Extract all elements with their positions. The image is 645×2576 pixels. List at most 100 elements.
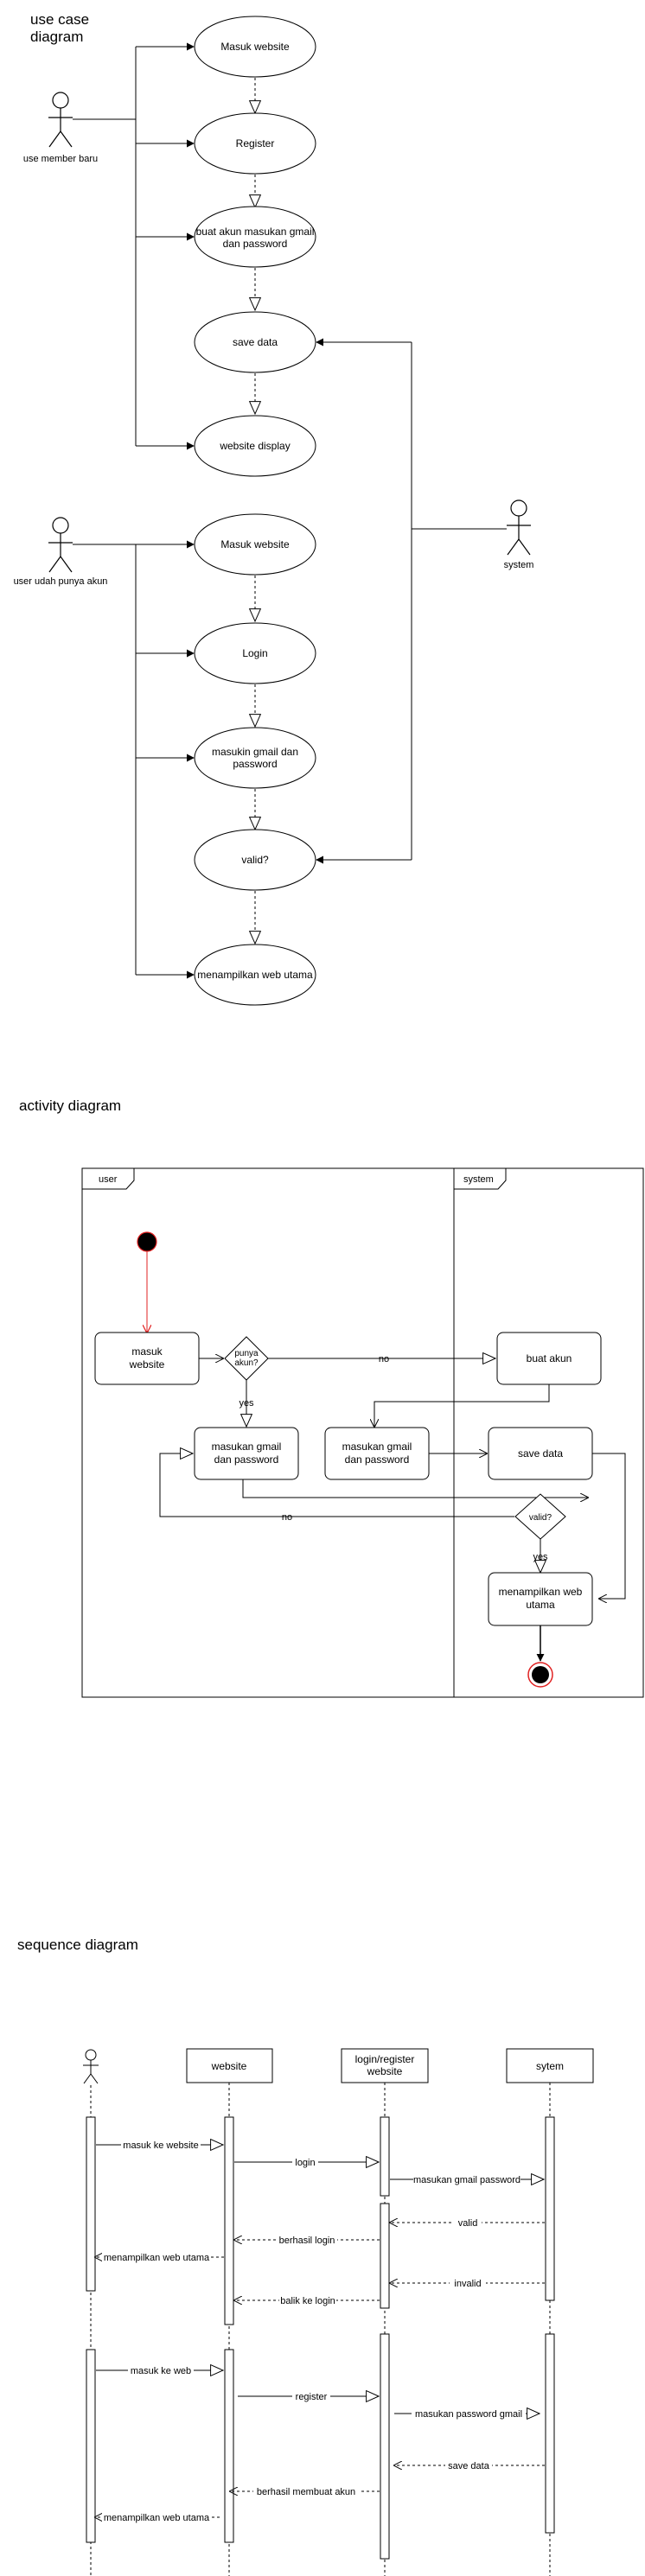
seq-header-login-label-1: login/register [355, 2053, 415, 2065]
uc-register [194, 112, 316, 175]
seq-activations [86, 2116, 555, 2560]
activity-end-node [527, 1662, 553, 1688]
seq-message-label-masks [102, 2138, 526, 2523]
actor-existing-user [48, 517, 73, 573]
act-menampilkan-label-1: menampilkan web [499, 1586, 583, 1598]
act-masukan-2-label-1: masukan gmail [342, 1441, 412, 1453]
seq-msg-masukan-password-gmail: masukan password gmail [415, 2409, 522, 2420]
act-masukan-1-label-1: masukan gmail [212, 1441, 282, 1453]
uc-buat-akun [194, 206, 316, 268]
usecase-links-system [316, 338, 507, 864]
decision-punya-akun-label-2: akun? [234, 1358, 259, 1368]
act-menampilkan [488, 1572, 593, 1626]
lane-user-tab [82, 1167, 135, 1190]
lane-user-label: user [99, 1174, 118, 1185]
act-masukan-1-label-2: dan password [214, 1453, 279, 1466]
usecase-links-existing-user [73, 540, 195, 979]
flow-label-no-1: no [379, 1354, 389, 1364]
uc-masukin-label-1: masukin gmail dan [212, 746, 298, 758]
usecase-ellipses [194, 16, 316, 1006]
seq-msg-valid: valid [458, 2218, 478, 2229]
actor-system [507, 499, 531, 556]
seq-msg-menampilkan-1: menampilkan web utama [104, 2253, 210, 2263]
activity-diagram: activity diagram user system no yes [19, 1097, 644, 1698]
act-masukan-gmail-2 [324, 1427, 430, 1480]
decision-valid-label: valid? [529, 1513, 552, 1523]
uc-buat-akun-label-2: dan password [223, 238, 288, 250]
seq-header-website [186, 2048, 273, 2083]
uc-masukin-gmail [194, 727, 316, 789]
seq-msg-masukan-gmail-password: masukan gmail password [413, 2175, 520, 2185]
act-menampilkan-label-2: utama [526, 1599, 555, 1611]
activity-actions [94, 1332, 602, 1626]
seq-msg-balik-ke-login: balik ke login [280, 2296, 335, 2306]
uc-menampilkan [194, 944, 316, 1006]
usecase-title-line1: use case [30, 11, 89, 28]
flow-label-yes-1: yes [239, 1398, 254, 1409]
uc-buat-akun-label-1: buat akun masukan gmail [196, 226, 315, 238]
act-buat-akun [496, 1332, 602, 1385]
uc-masukin-label-2: password [233, 758, 277, 770]
sequence-title: sequence diagram [17, 1937, 138, 1953]
activity-title: activity diagram [19, 1097, 121, 1114]
uc-login-label: Login [242, 647, 267, 659]
decision-valid [514, 1493, 566, 1540]
act-save-data-label: save data [518, 1447, 563, 1460]
lane-system-label: system [463, 1174, 494, 1185]
activity-start-node [137, 1231, 157, 1252]
act-masuk-website-label-1: masuk [131, 1345, 163, 1358]
act-buat-akun-label: buat akun [527, 1352, 572, 1364]
act-save-data [488, 1427, 593, 1480]
act-masukan-2-label-2: dan password [345, 1453, 410, 1466]
flow-label-yes-2: yes [533, 1552, 548, 1562]
usecase-links-new-member [73, 42, 195, 450]
uc-menampilkan-label: menampilkan web utama [197, 969, 313, 981]
uc-masuk-website-2-label: Masuk website [220, 538, 290, 550]
uc-masuk-website-1 [194, 16, 316, 78]
lane-system [453, 1167, 644, 1698]
seq-header-system-label: sytem [536, 2060, 564, 2072]
uc-website-display [194, 415, 316, 477]
activity-lanes [81, 1167, 644, 1698]
actor-existing-user-label: user udah punya akun [14, 576, 108, 587]
seq-lifelines [90, 2083, 551, 2576]
sequence-diagram: sequence diagram website login/register … [17, 1937, 594, 2576]
uc-register-label: Register [236, 137, 275, 149]
seq-msg-masuk-ke-web: masuk ke web [131, 2366, 191, 2376]
act-masukan-gmail-1 [194, 1427, 299, 1480]
act-masuk-website-label-2: website [129, 1358, 165, 1371]
seq-msg-menampilkan-2: menampilkan web utama [104, 2513, 210, 2523]
seq-msg-berhasil-login: berhasil login [279, 2236, 335, 2246]
actor-system-label: system [504, 560, 534, 570]
actor-new-member [48, 92, 73, 148]
activity-flows [159, 1358, 626, 1662]
seq-lifeline-headers [186, 2048, 594, 2083]
uc-masuk-website-2 [194, 513, 316, 576]
act-masuk-website [94, 1332, 200, 1385]
seq-msg-register: register [296, 2392, 328, 2402]
seq-header-website-label: website [211, 2060, 247, 2072]
uc-masuk-website-1-label: Masuk website [220, 41, 290, 53]
uc-save-data [194, 311, 316, 373]
lane-system-tab [454, 1167, 507, 1190]
seq-header-login [341, 2048, 429, 2083]
seq-msg-login: login [295, 2158, 315, 2168]
uc-valid [194, 829, 316, 891]
flow-label-no-2: no [282, 1512, 292, 1523]
seq-msg-berhasil-membuat-akun: berhasil membuat akun [257, 2487, 355, 2497]
uc-website-display-label: website display [219, 440, 290, 452]
actor-new-member-label: use member baru [23, 154, 98, 164]
seq-header-login-label-2: website [367, 2065, 403, 2077]
uc-login [194, 622, 316, 684]
seq-msg-save-data: save data [448, 2461, 490, 2471]
decision-punya-akun [224, 1336, 269, 1381]
usecase-diagram: use case diagram use member baru user ud… [14, 11, 534, 1006]
seq-header-system [506, 2048, 594, 2083]
uc-valid-label: valid? [241, 854, 269, 866]
decision-punya-akun-label-1: punya [234, 1349, 259, 1358]
seq-msg-masuk-ke-website: masuk ke website [123, 2140, 198, 2151]
uc-save-data-label: save data [233, 336, 278, 348]
seq-actor-user [83, 2049, 99, 2084]
seq-msg-invalid: invalid [454, 2279, 481, 2289]
